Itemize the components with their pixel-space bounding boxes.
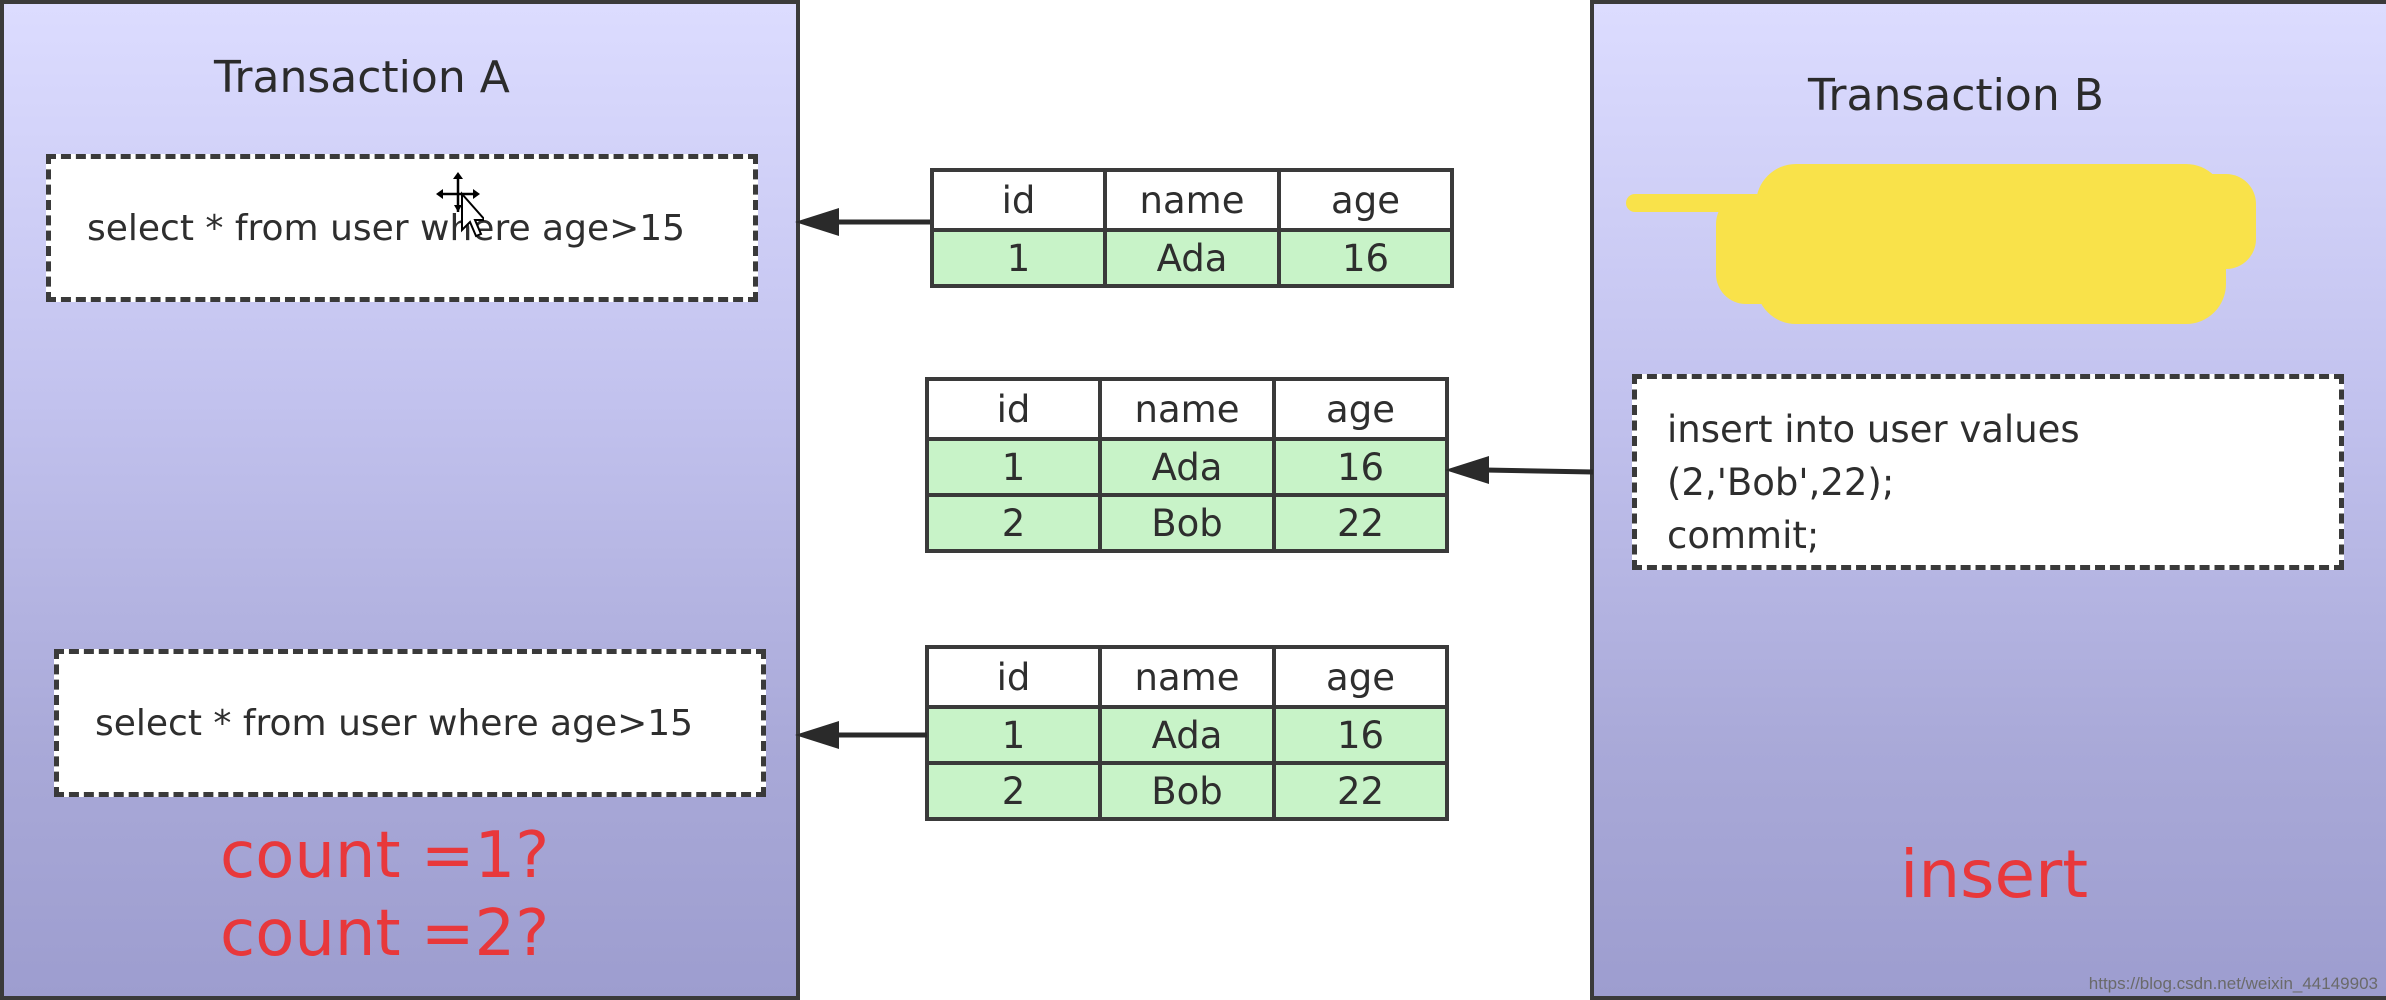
count-question-2: count =2? [220,897,550,971]
cell-id: 1 [925,705,1102,765]
header-name: name [1098,377,1276,441]
arrow-table1-to-query1 [795,208,930,236]
result-table-1: id name age 1 Ada 16 [930,168,1454,288]
header-age: age [1272,645,1449,709]
cell-name: Ada [1103,228,1281,288]
arrow-table3-to-query2 [795,721,927,749]
table-header-row: id name age [925,645,1449,709]
arrow-insert-to-table2 [1445,456,1594,484]
query-box-second: select * from user where age>15 [54,649,766,797]
cell-id: 1 [930,228,1107,288]
transaction-b-title: Transaction B [1808,70,2104,121]
table-row: 1 Ada 16 [930,228,1454,288]
transaction-a-title: Transaction A [214,52,510,103]
table-header-row: id name age [925,377,1449,441]
cell-id: 1 [925,437,1102,497]
sql-line-2: (2,'Bob',22); [1667,461,1895,504]
header-name: name [1103,168,1281,232]
table-row: 2 Bob 22 [925,761,1449,821]
table-row: 2 Bob 22 [925,493,1449,553]
query-text-second: select * from user where age>15 [95,702,694,744]
header-id: id [925,377,1102,441]
query-text-first: select * from user where age>15 [87,207,686,249]
sql-line-1: insert into user values [1667,408,2080,451]
cell-name: Bob [1098,761,1276,821]
cell-name: Ada [1098,705,1276,765]
result-table-2: id name age 1 Ada 16 2 Bob 22 [925,377,1449,553]
source-url-watermark: https://blog.csdn.net/weixin_44149903 [2088,974,2378,993]
transaction-b-panel: Transaction B insert into user values (2… [1590,0,2386,1000]
transaction-a-panel: Transaction A select * from user where a… [0,0,800,1000]
query-box-first: select * from user where age>15 [46,154,758,302]
header-name: name [1098,645,1276,709]
cell-age: 16 [1272,437,1449,497]
header-age: age [1277,168,1454,232]
table-header-row: id name age [930,168,1454,232]
insert-label: insert [1900,836,2089,913]
header-age: age [1272,377,1449,441]
header-id: id [930,168,1107,232]
header-id: id [925,645,1102,709]
count-question-1: count =1? [220,819,550,893]
cell-id: 2 [925,761,1102,821]
table-row: 1 Ada 16 [925,705,1449,765]
insert-statement-box: insert into user values (2,'Bob',22); co… [1632,374,2344,570]
cell-id: 2 [925,493,1102,553]
cell-age: 16 [1277,228,1454,288]
result-table-3: id name age 1 Ada 16 2 Bob 22 [925,645,1449,821]
sql-line-3: commit; [1667,514,1820,557]
move-cursor-icon [436,172,484,238]
table-row: 1 Ada 16 [925,437,1449,497]
cell-name: Bob [1098,493,1276,553]
cell-name: Ada [1098,437,1276,497]
yellow-highlight-scribble [1626,164,2256,324]
cell-age: 16 [1272,705,1449,765]
cell-age: 22 [1272,493,1449,553]
cell-age: 22 [1272,761,1449,821]
